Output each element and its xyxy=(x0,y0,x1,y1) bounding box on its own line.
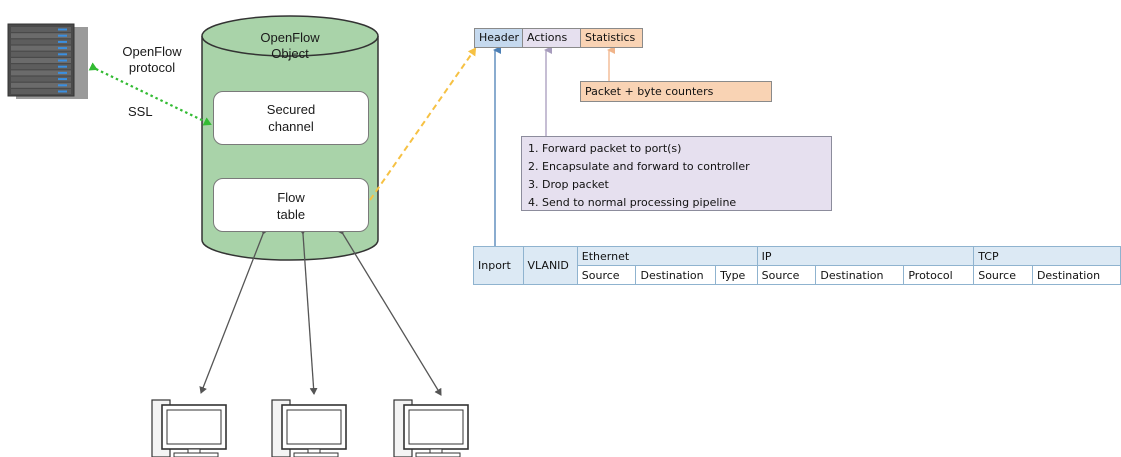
flow-table-box: Flow table xyxy=(213,178,369,232)
host-3-arrow xyxy=(336,226,442,396)
secured-channel-box: Secured channel xyxy=(213,91,369,145)
ssl-link-arrow xyxy=(88,62,212,126)
rack-led xyxy=(58,90,67,93)
action-item: 1. Forward packet to port(s) xyxy=(528,142,682,155)
desktop-part xyxy=(286,409,342,445)
flow-table-label: Flow table xyxy=(276,190,306,222)
field-cell: Source xyxy=(576,265,637,285)
desktop-part xyxy=(408,409,464,445)
tcp-group-header: TCP xyxy=(973,246,1121,266)
rack-led xyxy=(58,84,67,87)
rack-unit xyxy=(11,45,71,51)
rack-led xyxy=(58,71,67,74)
rack-led xyxy=(58,53,67,56)
rack-unit xyxy=(11,33,71,39)
statistics-cell: Statistics xyxy=(580,28,643,48)
rack-led xyxy=(58,78,67,81)
action-item: 4. Send to normal processing pipeline xyxy=(528,196,737,209)
host-1-arrow xyxy=(199,226,269,394)
rack-unit xyxy=(11,39,71,45)
rack-led xyxy=(58,65,67,68)
openflow-protocol-label: OpenFlow protocol xyxy=(122,44,182,75)
rack-led xyxy=(58,47,67,50)
rack-led xyxy=(58,34,67,37)
ssl-label: SSL xyxy=(128,104,153,119)
desktop-computer-icon xyxy=(271,399,347,457)
host-2-arrow xyxy=(298,227,318,395)
action-item: 3. Drop packet xyxy=(528,178,609,191)
counters-box: Packet + byte counters xyxy=(580,81,772,102)
rack-led xyxy=(58,28,67,31)
match-fields-table: Inport VLANID Ethernet IP TCP Source Des… xyxy=(473,246,1121,285)
rack-led xyxy=(58,59,67,62)
ethernet-group-header: Ethernet xyxy=(576,246,758,266)
switch-title: OpenFlow Object xyxy=(260,30,320,61)
secured-channel-label: Secured channel xyxy=(266,102,316,134)
desktop-part xyxy=(166,409,222,445)
header-cell: Header xyxy=(474,28,523,48)
field-cell: Destination xyxy=(1031,265,1121,285)
action-item: 2. Encapsulate and forward to controller xyxy=(528,160,750,173)
actions-cell: Actions xyxy=(522,28,581,48)
field-cell: Source xyxy=(973,265,1033,285)
field-cell: Destination xyxy=(815,265,905,285)
vlanid-header: VLANID xyxy=(522,246,578,285)
inport-header: Inport xyxy=(473,246,524,285)
server-rack-icon xyxy=(7,23,88,99)
rack-unit xyxy=(11,51,71,57)
desktop-part xyxy=(415,452,461,457)
rack-unit xyxy=(11,27,71,32)
desktop-computer-icon xyxy=(393,399,469,457)
rack-led xyxy=(58,40,67,43)
field-cell: Type xyxy=(715,265,758,285)
field-cell: Source xyxy=(756,265,817,285)
rack-unit xyxy=(11,76,71,82)
rack-unit xyxy=(11,58,71,63)
rack-unit xyxy=(11,70,71,76)
field-cell: Destination xyxy=(635,265,717,285)
rack-unit xyxy=(11,64,71,70)
field-cell: Protocol xyxy=(903,265,975,285)
rack-unit xyxy=(11,82,71,88)
rack-unit xyxy=(11,89,71,94)
ip-group-header: IP xyxy=(756,246,975,266)
desktop-part xyxy=(293,452,339,457)
flow-table-to-header-arrow xyxy=(369,47,477,201)
desktop-part xyxy=(173,452,219,457)
action-list: 1. Forward packet to port(s) 2. Encapsul… xyxy=(521,136,832,211)
desktop-computer-icon xyxy=(151,399,227,457)
